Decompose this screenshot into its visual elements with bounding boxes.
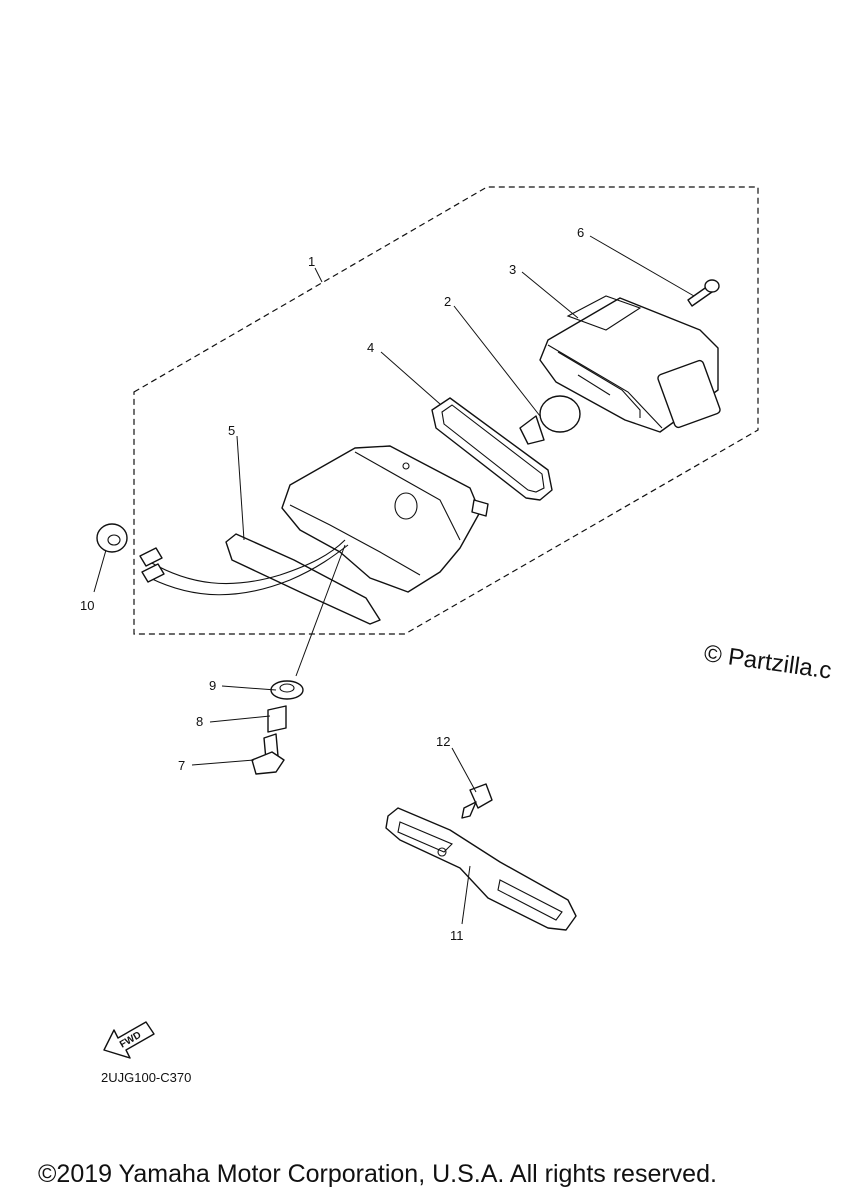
callout-3: 3 [509, 262, 516, 277]
lens-gasket[interactable] [431, 397, 553, 501]
assembly-boundary [133, 186, 759, 635]
callout-2: 2 [444, 294, 451, 309]
leader-lines [93, 235, 695, 925]
collar[interactable] [267, 705, 287, 733]
callout-5: 5 [228, 423, 235, 438]
tail-lamp-lens[interactable] [539, 295, 721, 433]
drawing-code: 2UJG100-C370 [101, 1070, 192, 1085]
bulb[interactable] [519, 395, 581, 445]
callout-1: 1 [308, 254, 315, 269]
bracket-bolt[interactable] [461, 783, 493, 819]
callout-12: 12 [436, 734, 450, 749]
callout-8: 8 [196, 714, 203, 729]
copyright-notice: ©2019 Yamaha Motor Corporation, U.S.A. A… [38, 1160, 717, 1188]
lamp-base[interactable] [139, 445, 489, 625]
wire-grommet[interactable] [96, 523, 128, 553]
lens-screw[interactable] [687, 279, 720, 307]
callout-6: 6 [577, 225, 584, 240]
callout-4: 4 [367, 340, 374, 355]
callout-10: 10 [80, 598, 94, 613]
callout-9: 9 [209, 678, 216, 693]
callout-11: 11 [450, 928, 464, 943]
fwd-arrow-icon: FWD [103, 1021, 155, 1059]
callout-7: 7 [178, 758, 185, 773]
mount-bolt[interactable] [251, 733, 285, 775]
bracket[interactable] [385, 807, 577, 931]
